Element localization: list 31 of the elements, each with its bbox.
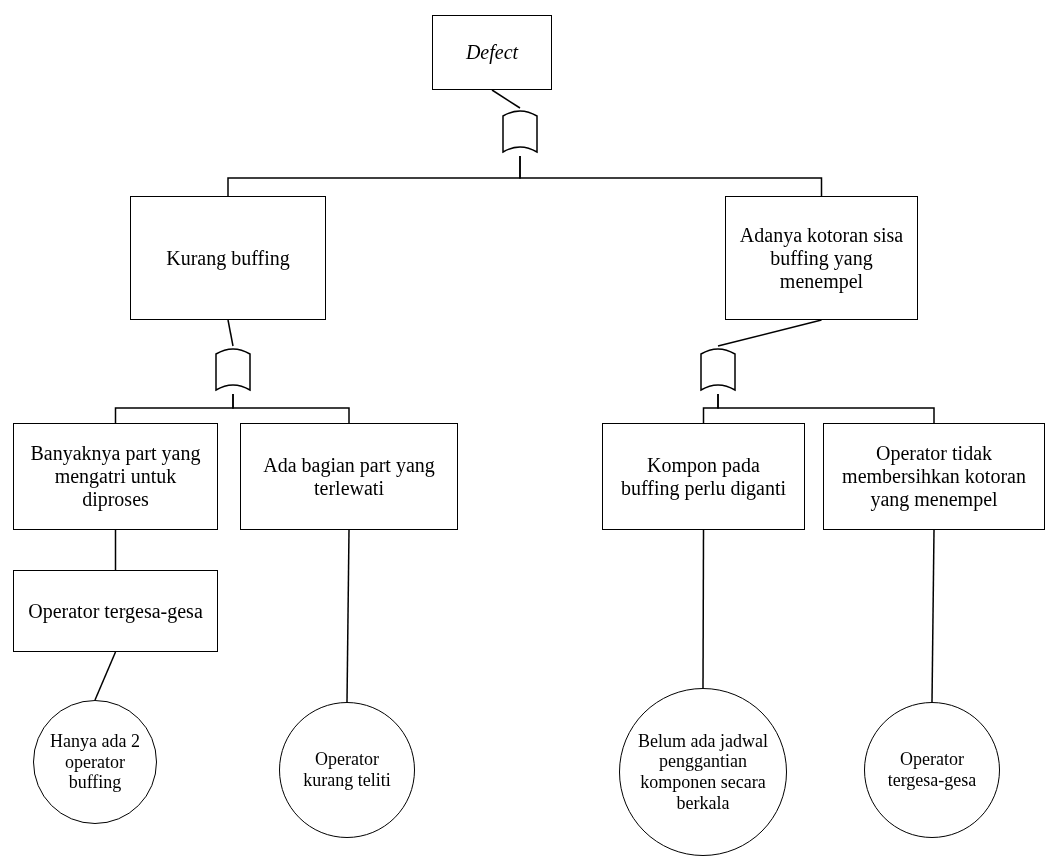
event-text: Operator tergesa-gesa — [886, 749, 978, 791]
connector-line — [114, 529, 117, 571]
event-text: Ada bagian part yang terlewati — [262, 453, 436, 500]
connector-line — [232, 393, 350, 424]
connector-line — [227, 319, 234, 347]
event-text: Defect — [465, 41, 519, 64]
event-box — [13, 570, 218, 652]
connector-line — [519, 155, 823, 197]
event-box — [13, 423, 218, 530]
connector-line — [346, 529, 350, 703]
event-text: Belum ada jadwal penggantian komponen secara berkala — [638, 730, 768, 814]
event-text: Adanya kotoran sisa buffing yang menempel — [738, 223, 905, 293]
connector-line — [717, 393, 935, 424]
event-text: Hanya ada 2 operator buffing — [49, 730, 141, 794]
event-text: Kurang buffing — [166, 246, 290, 270]
connector-line — [702, 529, 705, 689]
connector-line — [491, 89, 521, 109]
event-box — [602, 423, 805, 530]
connector-line — [931, 529, 935, 703]
event-box — [432, 15, 552, 90]
event-text: Banyaknya part yang mengatri untuk diproses — [29, 442, 202, 511]
connector-line — [717, 319, 823, 347]
event-text: Operator tidak membersihkan kotoran yang menempel — [841, 442, 1027, 511]
event-box — [725, 196, 918, 320]
event-box — [130, 196, 326, 320]
event-box — [823, 423, 1045, 530]
event-text: Kompon pada buffing perlu diganti — [619, 453, 788, 500]
event-box — [240, 423, 458, 530]
connector-line — [94, 651, 117, 701]
event-text: Operator kurang teliti — [302, 749, 392, 791]
event-text: Operator tergesa-gesa — [28, 599, 203, 623]
